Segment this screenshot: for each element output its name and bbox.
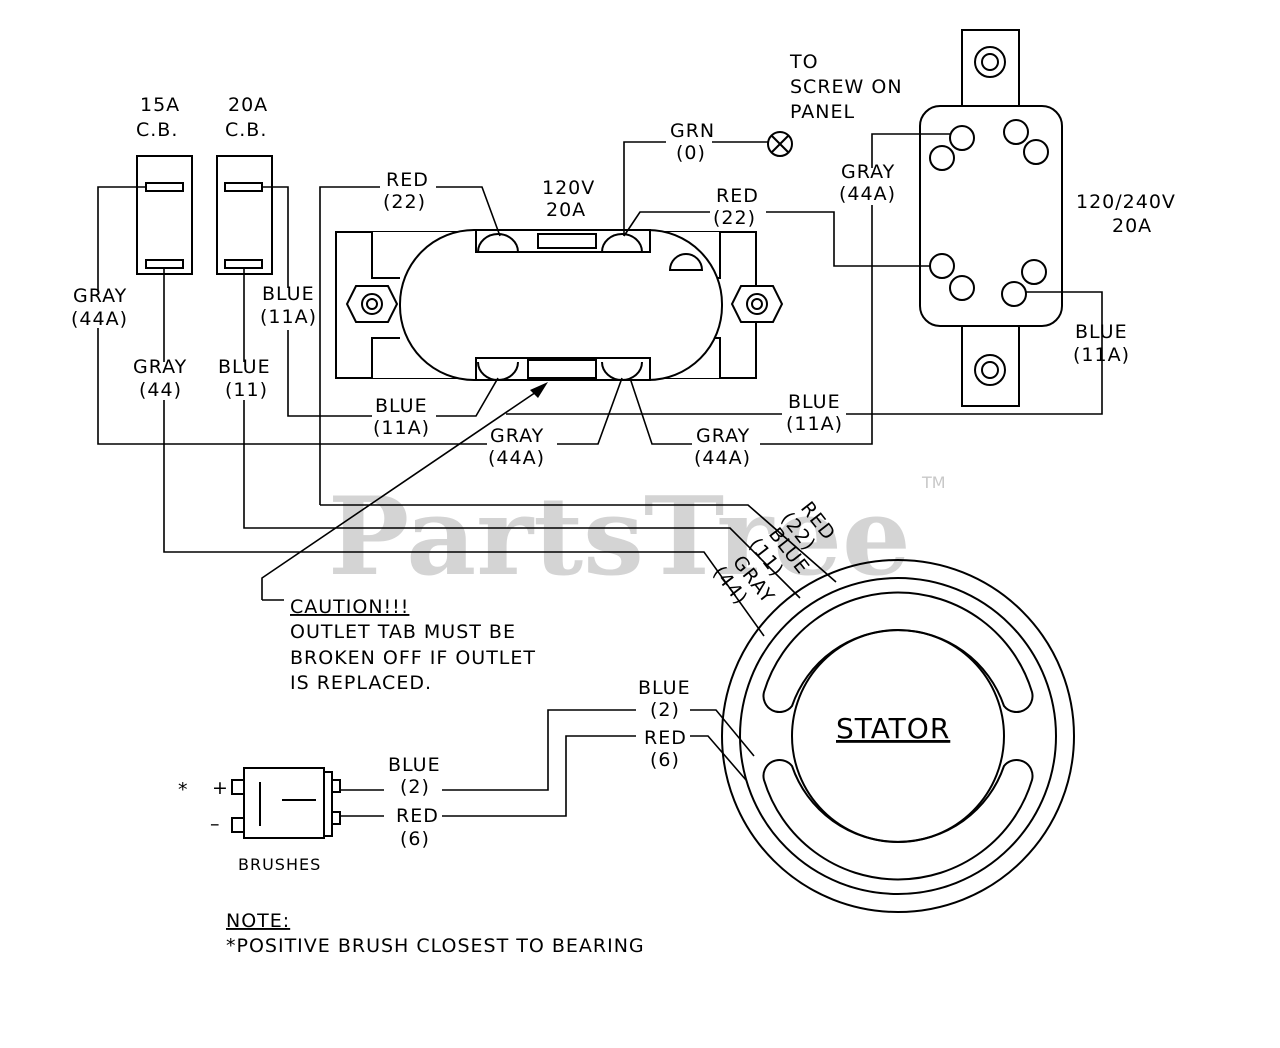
wire-label-blue2-brush-color: BLUE xyxy=(388,754,441,776)
wire-label-gray44a-left-code: (44A) xyxy=(71,308,128,330)
wire-label-blue11a-long-code: (11A) xyxy=(786,413,843,435)
wire-label-blue11a-left-color: BLUE xyxy=(262,283,315,305)
stator-outer-ring xyxy=(721,559,1075,913)
wire-label-red22-a-code: (22) xyxy=(383,191,426,213)
breaker-20a-type: C.B. xyxy=(225,119,267,141)
watermark-tm: TM xyxy=(921,473,946,492)
ground-to-line2: SCREW ON xyxy=(790,76,903,98)
wire-label-red22-b-code: (22) xyxy=(713,207,756,229)
wire-label-blue11a-right-code: (11A) xyxy=(1073,344,1130,366)
breaker-15a-terminal-top xyxy=(145,182,184,192)
nut-left xyxy=(345,285,399,323)
outlet-240v: 120/240V 20A xyxy=(919,29,1176,407)
wire-label-blue11a-long-color: BLUE xyxy=(788,391,841,413)
outlet-120v-top-strip xyxy=(475,229,651,253)
breaker-15a: 15A C.B. xyxy=(136,94,193,275)
wire-label-red22-b-color: RED xyxy=(716,185,759,207)
note-text: *POSITIVE BRUSH CLOSEST TO BEARING xyxy=(226,935,645,957)
stator-slot-top xyxy=(762,591,1034,713)
outlet-240v-voltage: 120/240V xyxy=(1076,191,1176,213)
wire-label-red22-a-color: RED xyxy=(386,169,429,191)
breaker-15a-terminal-bottom xyxy=(145,259,184,269)
wire-label-blue11a-mid-code: (11A) xyxy=(373,417,430,439)
brush-minus: – xyxy=(210,813,221,835)
watermark: PartsTree xyxy=(328,474,911,600)
breaker-20a-body xyxy=(216,155,273,275)
wire-label-blue11-code: (11) xyxy=(225,379,268,401)
outlet-120v: 120V 20A xyxy=(335,177,784,381)
caution-line2: BROKEN OFF IF OUTLET xyxy=(290,647,536,669)
breaker-15a-body xyxy=(136,155,193,275)
wire-label-gray44a-right-code: (44A) xyxy=(694,447,751,469)
outlet-120v-voltage: 120V xyxy=(542,177,595,199)
note-title: NOTE: xyxy=(226,910,290,932)
breaker-20a-terminal-top xyxy=(224,182,263,192)
wire-label-gray44a-mid-color: GRAY xyxy=(490,425,544,447)
outlet-240v-amps: 20A xyxy=(1112,215,1152,237)
outlet-240v-tab-bottom xyxy=(961,325,1020,407)
stator: STATOR xyxy=(721,559,1075,913)
wire-label-red6-brush-color: RED xyxy=(396,805,439,827)
wire-label-blue11a-mid-color: BLUE xyxy=(375,395,428,417)
ground-wire-code: (0) xyxy=(676,142,706,164)
breaker-20a: 20A C.B. xyxy=(216,94,273,275)
breaker-20a-rating: 20A xyxy=(228,94,268,116)
wire-label-gray44a-top-color: GRAY xyxy=(841,161,895,183)
wire-label-blue11a-right-color: BLUE xyxy=(1075,321,1128,343)
outlet-240v-body xyxy=(919,105,1063,327)
note: NOTE: *POSITIVE BRUSH CLOSEST TO BEARING xyxy=(226,910,645,957)
breaker-20a-terminal-bottom xyxy=(224,259,263,269)
wire-label-red6-stator-code: (6) xyxy=(650,749,680,771)
ground-to-line3: PANEL xyxy=(790,101,855,123)
wire-label-blue2-stator-color: BLUE xyxy=(638,677,691,699)
ground-wire-color: GRN xyxy=(670,120,715,142)
wire-label-blue2-stator-code: (2) xyxy=(650,699,680,721)
nut-right xyxy=(730,285,784,323)
breaker-15a-type: C.B. xyxy=(136,119,178,141)
wire-label-blue11-color: BLUE xyxy=(218,356,271,378)
ground-to-line1: TO xyxy=(789,51,819,73)
wire-label-blue11a-left-code: (11A) xyxy=(260,306,317,328)
wire-label-blue2-brush-code: (2) xyxy=(400,776,430,798)
caution-line3: IS REPLACED. xyxy=(290,672,432,694)
brushes-label: BRUSHES xyxy=(238,855,321,874)
breaker-15a-rating: 15A xyxy=(140,94,180,116)
caution-title: CAUTION!!! xyxy=(290,596,409,618)
wire-label-gray44-code: (44) xyxy=(139,379,182,401)
brush-holder xyxy=(243,767,325,839)
wire-label-gray44a-mid-code: (44A) xyxy=(488,447,545,469)
ground-screw-symbol xyxy=(767,131,793,157)
caution-line1: OUTLET TAB MUST BE xyxy=(290,621,516,643)
stator-slot-bottom xyxy=(762,759,1034,881)
wire-label-gray44-color: GRAY xyxy=(133,356,187,378)
outlet-120v-amps: 20A xyxy=(546,199,586,221)
wire-label-gray44a-left-color: GRAY xyxy=(73,285,127,307)
outlet-120v-bottom-strip xyxy=(475,357,651,381)
wire-label-red6-stator-color: RED xyxy=(644,727,687,749)
ground-connection: TO SCREW ON PANEL GRN (0) xyxy=(623,51,903,236)
brush-asterisk: * xyxy=(178,779,189,801)
wire-label-gray44a-top-code: (44A) xyxy=(839,183,896,205)
brushes: * + – BRUSHES xyxy=(178,767,384,874)
wire-label-gray44a-right-color: GRAY xyxy=(696,425,750,447)
stator-label: STATOR xyxy=(836,712,950,745)
brush-plus: + xyxy=(212,777,229,799)
caution-note: CAUTION!!! OUTLET TAB MUST BE BROKEN OFF… xyxy=(290,596,536,694)
wire-label-red6-brush-code: (6) xyxy=(400,828,430,850)
caution-arrowhead xyxy=(530,382,548,398)
